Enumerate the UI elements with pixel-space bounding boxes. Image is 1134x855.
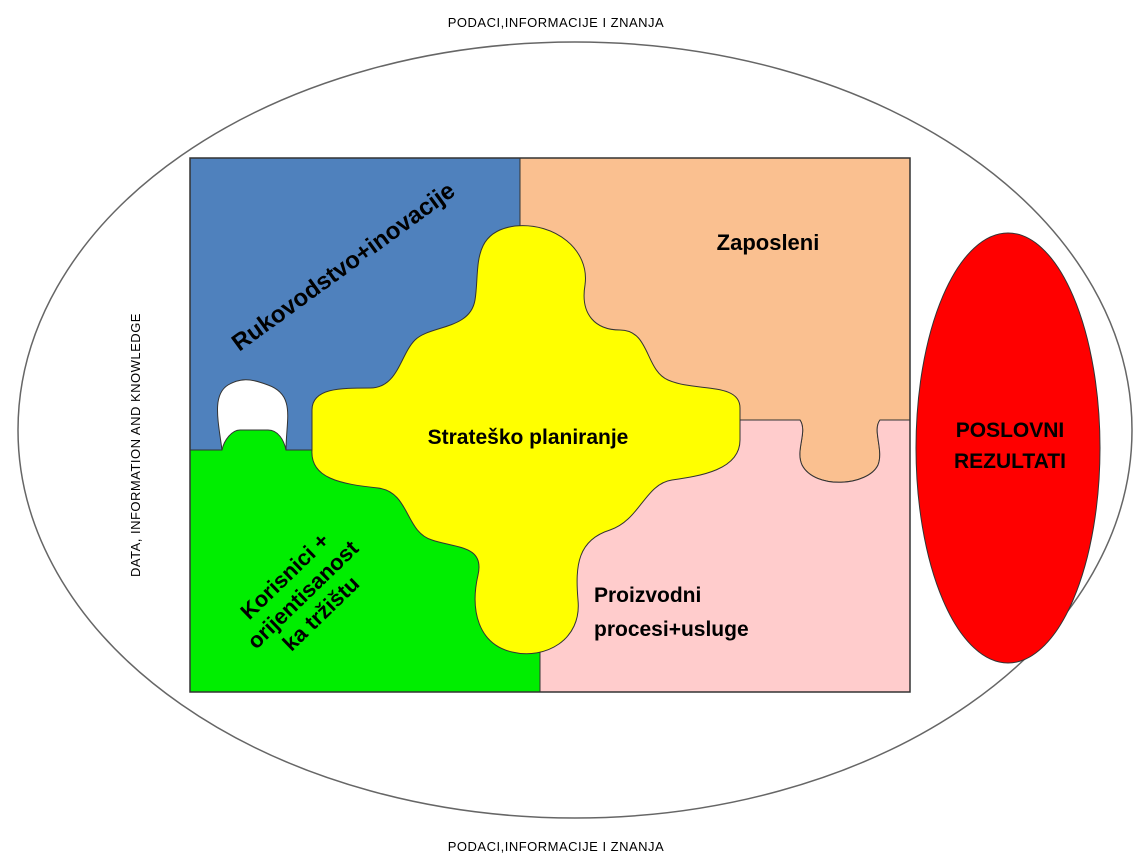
top-label: PODACI,INFORMACIJE I ZNANJA	[448, 15, 664, 30]
puzzle-frame	[189, 157, 911, 693]
employees-label: Zaposleni	[717, 230, 820, 255]
results-ellipse	[915, 232, 1101, 664]
results-label-line-2: REZULTATI	[954, 450, 1066, 473]
customers-label: Korisnici + orijentisanost ka tržištu	[235, 528, 364, 656]
strategy-piece	[311, 225, 741, 655]
bottom-label: PODACI,INFORMACIJE I ZNANJA	[448, 839, 664, 854]
left-label: DATA, INFORMATION AND KNOWLEDGE	[128, 313, 143, 577]
processes-label-line-1: Proizvodni	[594, 584, 701, 607]
results-label-line-1: POSLOVNI	[956, 419, 1065, 442]
processes-label-line-2: procesi+usluge	[594, 618, 749, 641]
strategy-label: Strateško planiranje	[428, 426, 629, 449]
